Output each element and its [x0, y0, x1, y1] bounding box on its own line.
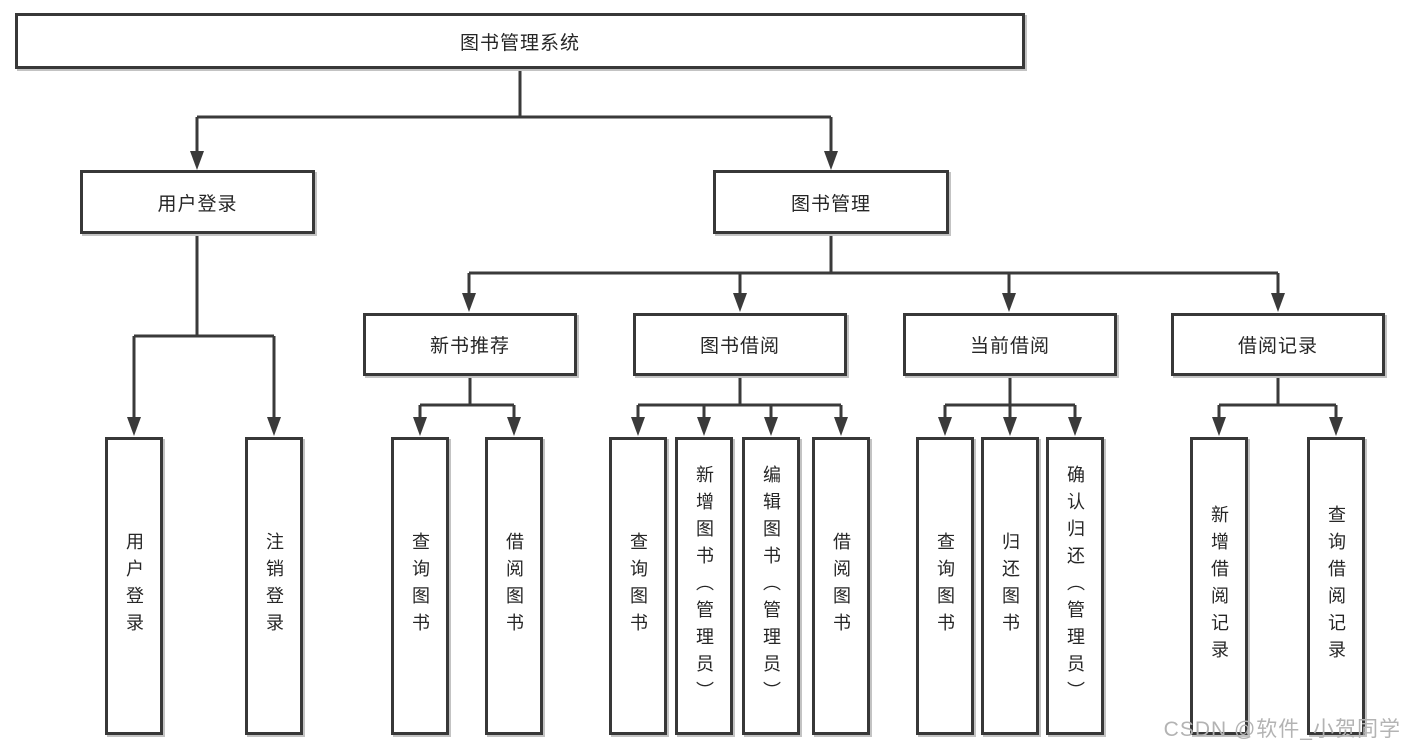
node-label: 图书管理 — [790, 193, 871, 215]
connector-new-book-split — [413, 376, 521, 436]
node-label: 查询借阅记录 — [1326, 505, 1346, 667]
node-label: 新书推荐 — [429, 336, 510, 357]
node-logout: 注销登录 — [245, 437, 303, 735]
node-label: 查询图书 — [935, 532, 955, 640]
connector-borrow-records-split — [1212, 376, 1343, 436]
node-label: 当前借阅 — [969, 336, 1050, 357]
node-label: 新增借阅记录 — [1209, 505, 1229, 667]
node-user-login-leaf: 用户登录 — [105, 437, 163, 735]
node-label: 用户登录 — [157, 193, 238, 215]
node-query-books-current: 查询图书 — [916, 437, 974, 735]
node-current-borrowing: 当前借阅 — [903, 313, 1117, 376]
node-label: 新增图书（管理员） — [694, 464, 714, 708]
node-query-books-recommend: 查询图书 — [391, 437, 449, 735]
node-borrowing-records: 借阅记录 — [1171, 313, 1385, 376]
node-label: 图书借阅 — [699, 336, 780, 357]
node-label: 用户登录 — [124, 532, 144, 640]
connector-book-borrow-split — [631, 376, 848, 436]
node-label: 归还图书 — [1000, 532, 1020, 640]
connector-root-split — [190, 69, 838, 170]
node-label: 查询图书 — [410, 532, 430, 640]
node-add-books-admin: 新增图书（管理员） — [675, 437, 733, 735]
connector-current-borrow-split — [938, 376, 1082, 436]
node-label: 注销登录 — [264, 532, 284, 640]
node-return-books: 归还图书 — [981, 437, 1039, 735]
node-book-borrowing: 图书借阅 — [633, 313, 847, 376]
node-library-management-system: 图书管理系统 — [15, 13, 1025, 69]
node-book-management: 图书管理 — [713, 170, 949, 234]
node-label: 借阅图书 — [831, 532, 851, 640]
connector-book-management-split — [462, 234, 1285, 312]
node-confirm-return-admin: 确认归还（管理员） — [1046, 437, 1104, 735]
node-query-books-borrow: 查询图书 — [609, 437, 667, 735]
connector-user-login-split — [127, 234, 281, 436]
node-borrow-books-recommend: 借阅图书 — [485, 437, 543, 735]
node-edit-books-admin: 编辑图书（管理员） — [742, 437, 800, 735]
node-query-borrow-record: 查询借阅记录 — [1307, 437, 1365, 735]
node-label: 查询图书 — [628, 532, 648, 640]
node-label: 图书管理系统 — [459, 32, 580, 54]
node-label: 编辑图书（管理员） — [761, 464, 781, 708]
node-label: 借阅图书 — [504, 532, 524, 640]
node-new-book-recommendation: 新书推荐 — [363, 313, 577, 376]
node-add-borrow-record: 新增借阅记录 — [1190, 437, 1248, 735]
node-borrow-books: 借阅图书 — [812, 437, 870, 735]
node-user-login: 用户登录 — [80, 170, 315, 234]
node-label: 借阅记录 — [1237, 336, 1318, 357]
node-label: 确认归还（管理员） — [1065, 464, 1085, 708]
